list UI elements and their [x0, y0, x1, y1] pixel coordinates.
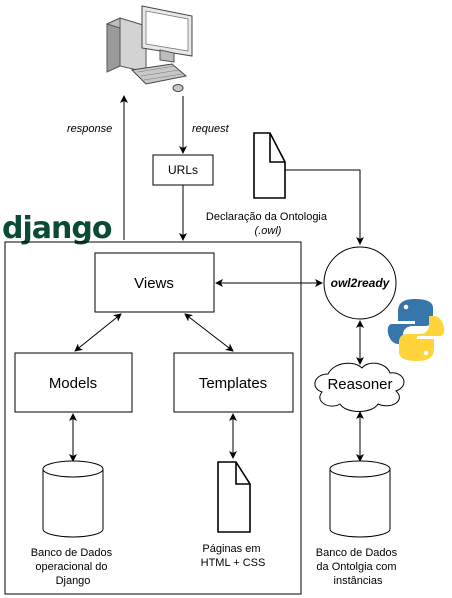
pages-label: Páginas em HTML + CSS — [201, 543, 266, 569]
templates-box — [173, 352, 294, 413]
reasoner-cloud — [314, 362, 405, 412]
owl2ready-label: owl2ready — [331, 276, 391, 290]
python-logo-icon — [387, 299, 445, 361]
django-database-icon — [42, 460, 104, 538]
response-label: response — [67, 123, 112, 135]
views-box — [94, 252, 215, 313]
models-box — [14, 352, 133, 413]
computer-icon — [105, 5, 193, 92]
django-db-label: Banco de Dados operacional do Django — [31, 547, 115, 587]
ontology-database-icon — [329, 460, 391, 538]
owl2ready-node — [323, 246, 397, 320]
urls-box — [152, 154, 214, 186]
owl-document-icon — [253, 132, 286, 199]
models-label: Models — [49, 375, 97, 392]
django-container — [4, 241, 302, 595]
reasoner-label: Reasoner — [327, 376, 392, 393]
templates-label: Templates — [199, 375, 267, 392]
views-label: Views — [134, 275, 174, 292]
urls-label: URLs — [168, 163, 198, 177]
django-logo: django — [2, 211, 112, 246]
request-label: request — [192, 123, 230, 135]
ontology-decl-label: Declaração da Ontologia (.owl) — [206, 211, 330, 237]
views-models-arrow — [74, 313, 122, 352]
views-templates-arrow — [184, 313, 234, 352]
owl-to-owl2ready-arrow — [285, 169, 364, 245]
ontology-db-label: Banco de Dados da Ontolgia com instância… — [316, 547, 400, 587]
html-document-icon — [217, 461, 251, 533]
